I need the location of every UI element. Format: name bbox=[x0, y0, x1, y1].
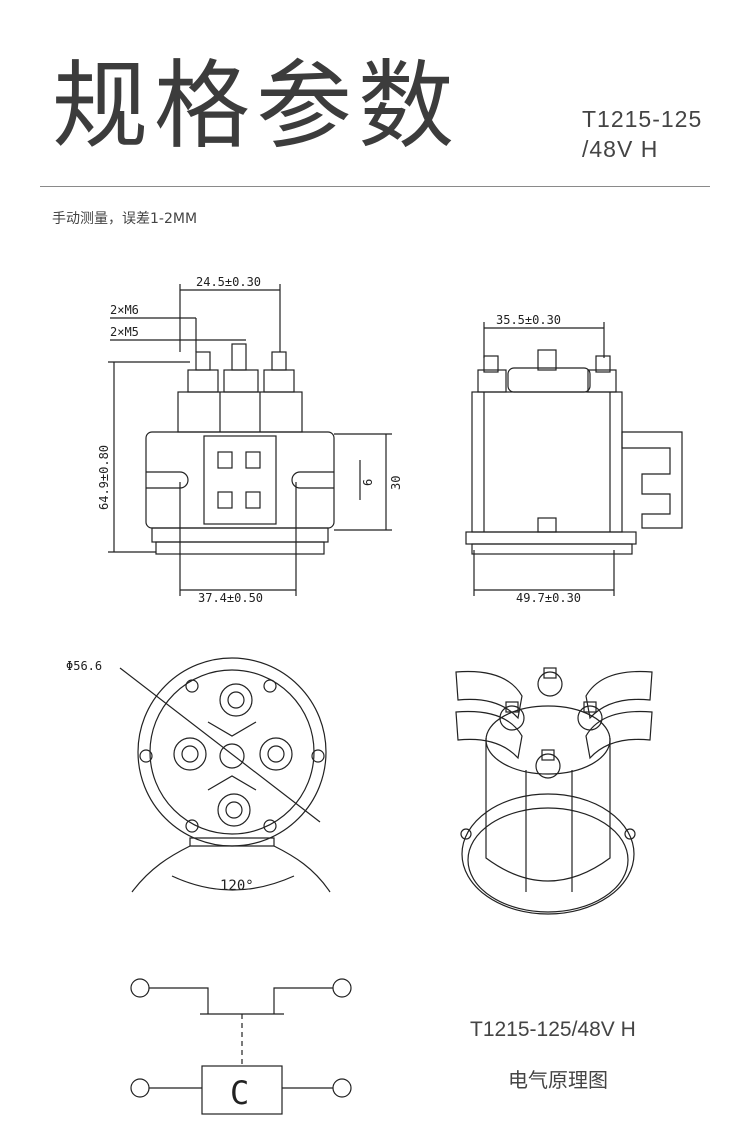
front-dim-width: 37.4±0.50 bbox=[198, 591, 263, 605]
model-number: T1215-125 /48V H bbox=[582, 104, 702, 164]
bottom-view-drawing bbox=[119, 657, 331, 893]
front-dim-m6: 2×M6 bbox=[110, 303, 139, 317]
schematic-caption-model: T1215-125/48V H bbox=[470, 1018, 636, 1041]
schematic-caption-name: 电气原理图 bbox=[508, 1068, 608, 1092]
bottom-dim-diameter: Φ56.6 bbox=[66, 659, 102, 673]
front-dim-bracket: 30 bbox=[389, 476, 403, 490]
front-dim-m5: 2×M5 bbox=[110, 325, 139, 339]
model-line-2: /48V H bbox=[582, 136, 659, 162]
side-view-drawing bbox=[465, 322, 683, 596]
front-dim-height: 64.9±0.80 bbox=[97, 445, 111, 510]
front-view-drawing bbox=[108, 284, 392, 596]
electrical-schematic bbox=[130, 978, 352, 1115]
isometric-view-drawing bbox=[455, 667, 653, 915]
side-dim-width: 49.7±0.30 bbox=[516, 591, 581, 605]
header-divider bbox=[40, 186, 710, 187]
coil-label: C bbox=[230, 1074, 249, 1112]
measurement-note: 手动测量，误差1-2MM bbox=[52, 211, 198, 227]
front-dim-slot: 6 bbox=[361, 479, 375, 486]
front-dim-top: 24.5±0.30 bbox=[196, 275, 261, 289]
model-line-1: T1215-125 bbox=[582, 106, 703, 132]
bottom-dim-angle: 120° bbox=[220, 878, 254, 894]
side-dim-top: 35.5±0.30 bbox=[496, 313, 561, 327]
page-title: 规格参数 bbox=[52, 50, 460, 162]
